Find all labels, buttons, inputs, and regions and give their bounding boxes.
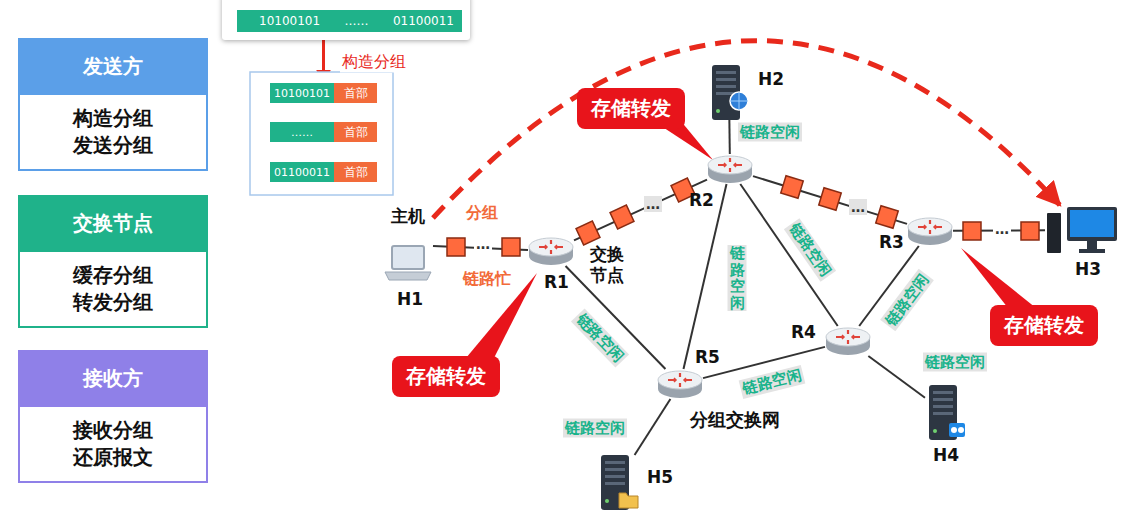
panel-body: 缓存分组 转发分组 — [18, 252, 208, 328]
link-label: 链路空闲 — [923, 353, 987, 372]
link-line — [683, 184, 726, 369]
bit-stream-bar: 10100101 …… 01100011 — [237, 10, 462, 32]
callout-box: 存储转发 — [577, 88, 685, 129]
packet-header: 首部 — [334, 122, 377, 142]
panel-header: 接收方 — [18, 350, 208, 407]
callout-box: 存储转发 — [990, 305, 1098, 346]
packet-row: ……首部 — [270, 122, 377, 142]
host-node: H4 — [925, 385, 965, 440]
panel-heading: 交换节点 — [73, 210, 153, 237]
host-node: H2 — [708, 65, 750, 120]
panel-body-text: 接收分组 还原报文 — [63, 417, 163, 471]
link-label: 链路空闲 — [563, 419, 627, 438]
router-label: R4 — [791, 322, 816, 342]
link-label: 链路空闲 — [738, 123, 802, 142]
bit-text: 01100011 — [393, 14, 454, 28]
host-label: H2 — [758, 69, 784, 89]
link-line — [868, 356, 925, 398]
packet-row: 10100101首部 — [270, 83, 377, 103]
bit-text: …… — [345, 14, 369, 28]
host-node: H5 — [597, 455, 637, 510]
panel-body-text: 构造分组 发送分组 — [63, 105, 163, 159]
host-label: H4 — [933, 445, 959, 465]
callout-text: 存储转发 — [1004, 312, 1084, 339]
router-label: R1 — [544, 272, 569, 292]
bit-stream-box: 10100101 …… 01100011 — [222, 0, 470, 40]
packet-header: 首部 — [334, 162, 377, 182]
link-label: 链路空闲 — [880, 269, 934, 332]
ellipsis: … — [849, 199, 867, 215]
callout-pointers — [466, 120, 1036, 358]
ellipsis: … — [474, 236, 492, 252]
packet-squares — [447, 176, 1039, 256]
panel-header: 交换节点 — [18, 195, 208, 252]
panel-body-text: 缓存分组 转发分组 — [63, 262, 163, 316]
link-line — [728, 120, 730, 154]
network-name: 分组交换网 — [690, 408, 780, 432]
network-cloud: 分组交换网R1交换 节点R2R3R4R5 — [440, 95, 1080, 500]
link-label: 链路空闲 — [784, 218, 836, 281]
packet-row: 01100011首部 — [270, 162, 377, 182]
router-label: R3 — [879, 232, 904, 252]
router-node: R5 — [657, 369, 703, 399]
panel-heading: 接收方 — [83, 365, 143, 392]
host-label: H5 — [647, 467, 673, 487]
ellipsis: … — [644, 196, 662, 212]
packet-payload: 10100101 — [270, 83, 334, 103]
callout-text: 存储转发 — [591, 95, 671, 122]
bit-text: 10100101 — [259, 14, 320, 28]
link-label: 链路忙 — [461, 269, 513, 290]
packet-payload: …… — [270, 122, 334, 142]
lane-panel: 接收方接收分组 还原报文 — [18, 350, 208, 483]
panel-heading: 发送方 — [83, 53, 143, 80]
link-label: 构造分组 — [340, 52, 408, 73]
panel-header: 发送方 — [18, 38, 208, 95]
host-node: H3 — [1045, 205, 1120, 255]
link-label: 链路空闲 — [571, 308, 629, 367]
callout-box: 存储转发 — [392, 356, 500, 397]
packet-label: 分组 — [464, 203, 500, 224]
lane-panel: 发送方构造分组 发送分组 — [18, 38, 208, 171]
host-node: 主机H1 — [383, 205, 433, 285]
lane-panel: 交换节点缓存分组 转发分组 — [18, 195, 208, 328]
cloud-shape — [440, 95, 1080, 500]
transfer-arc — [433, 41, 1060, 218]
router-label: R5 — [695, 347, 720, 367]
ellipsis: … — [993, 221, 1011, 237]
panel-body: 构造分组 发送分组 — [18, 95, 208, 171]
panel-body: 接收分组 还原报文 — [18, 407, 208, 483]
callout-text: 存储转发 — [406, 363, 486, 390]
router-node: R1交换 节点 — [528, 236, 574, 266]
host-caption: 主机 — [383, 205, 433, 228]
packet-tray — [250, 72, 393, 195]
router-node: R3 — [907, 216, 953, 246]
link-line — [635, 399, 671, 455]
link-label: 链路空闲 — [728, 245, 747, 311]
router-label: R2 — [689, 190, 714, 210]
host-label: H1 — [397, 289, 423, 309]
packet-payload: 01100011 — [270, 162, 334, 182]
router-label: 交换 节点 — [590, 244, 627, 287]
packet-header: 首部 — [334, 83, 377, 103]
router-node: R4 — [825, 326, 871, 356]
host-label: H3 — [1075, 259, 1101, 279]
link-label: 链路空闲 — [739, 365, 806, 399]
router-node: R2 — [707, 154, 753, 184]
